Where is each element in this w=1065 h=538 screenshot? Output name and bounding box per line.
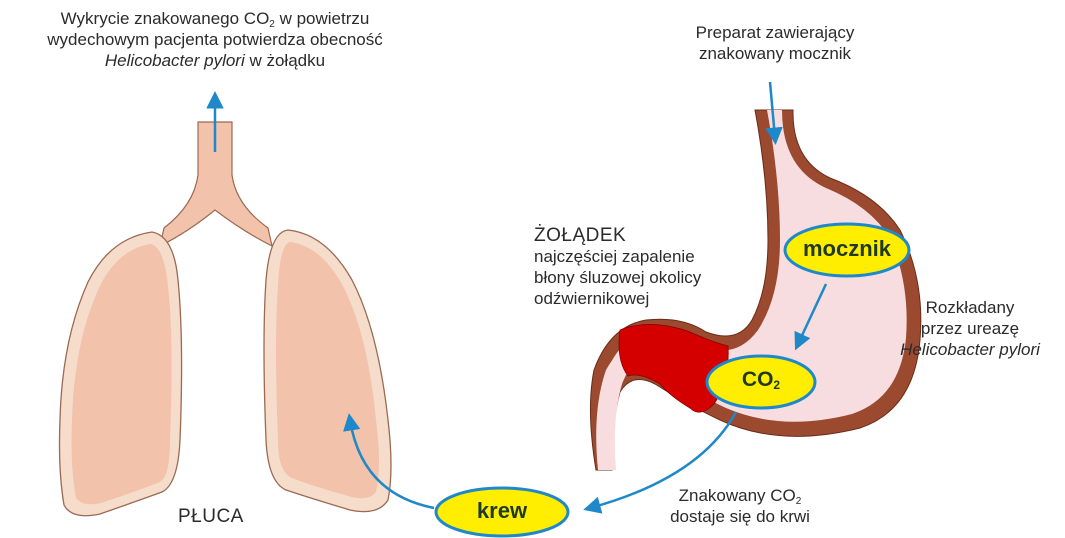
lungs-label: PŁUCA: [178, 506, 278, 527]
exhaled-co2-caption: Wykrycie znakowanego CO2 w powietrzu wyd…: [0, 8, 430, 71]
urea-badge: mocznik: [785, 236, 909, 262]
lungs-illustration: [60, 122, 392, 516]
urea-preparation-caption: Preparat zawierający znakowany mocznik: [660, 22, 890, 64]
stomach-caption: ŻOŁĄDEK najczęściej zapalenie błony śluz…: [534, 225, 754, 309]
blood-caption: Znakowany CO2 dostaje się do krwi: [640, 485, 840, 527]
urease-caption: Rozkładany przez ureazę Helicobacter pyl…: [880, 297, 1060, 360]
co2-badge: CO2: [707, 368, 815, 392]
stomach-title: ŻOŁĄDEK: [534, 225, 754, 246]
blood-badge: krew: [436, 498, 568, 524]
